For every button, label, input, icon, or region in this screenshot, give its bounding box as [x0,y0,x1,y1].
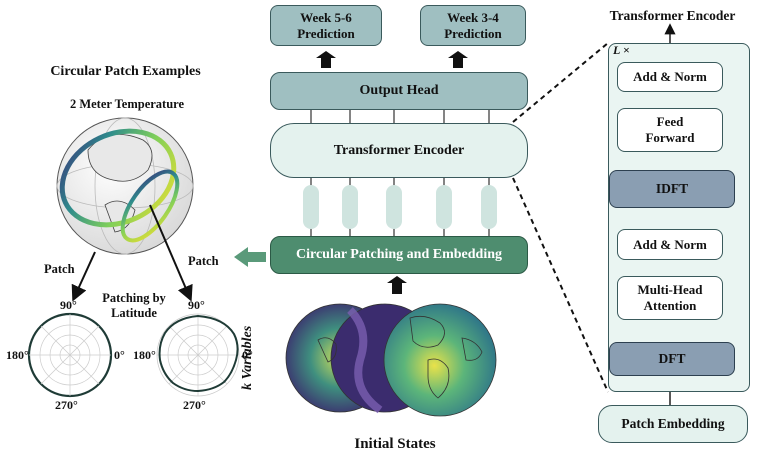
up-arrow-icon-left [316,51,336,68]
l-times-label: L × [613,43,630,57]
left-subtitle: 2 Meter Temperature [69,97,185,111]
encoder-detail-panel [608,43,750,392]
week-3-4-prediction-box: Week 3-4 Prediction [420,5,526,46]
patch-arrow-left [71,251,96,302]
patch-embedding-box: Patch Embedding [598,405,748,443]
polar-left-left: 180° [6,348,29,362]
circular-patching-box: Circular Patching and Embedding [270,236,528,274]
polar-left-bottom: 270° [55,398,78,412]
week-5-6-line1: Week 5-6 [300,9,352,25]
add-norm-bottom-box: Add & Norm [617,229,723,260]
output-head-box: Output Head [270,72,528,110]
mha-line2: Attention [643,298,697,313]
patch-label-right: Patch [188,254,219,268]
encoder-detail-title: Transformer Encoder [609,8,736,23]
patching-by-label: Patching by [102,291,166,305]
initial-states-label: Initial States [354,436,436,452]
up-arrow-icon-right [448,51,468,68]
feed-forward-line1: Feed [656,114,684,129]
globe-icon [56,117,194,255]
idft-box: IDFT [609,170,735,208]
multi-head-attention-box: Multi-Head Attention [617,276,723,320]
polar-right-top: 90° [188,298,205,312]
polar-plot-right [156,313,240,397]
week-3-4-line1: Week 3-4 [447,9,499,25]
patch-arrow-right [149,204,193,302]
dft-box: DFT [609,342,735,376]
feed-forward-line2: Forward [645,130,695,145]
latitude-label: Latitude [111,306,157,320]
k-variables-label: k Variables [240,325,255,390]
polar-right-bottom: 270° [183,398,206,412]
zoom-line-bottom [512,177,609,393]
polar-left-top: 90° [60,298,77,312]
transformer-encoder-box: Transformer Encoder [270,123,528,178]
week-5-6-prediction-box: Week 5-6 Prediction [270,5,382,46]
mha-line1: Multi-Head [637,282,703,297]
left-title: Circular Patch Examples [50,64,201,79]
week-3-4-line2: Prediction [444,25,502,41]
initial-states-globes [285,303,497,417]
up-arrow-icon-input [387,276,407,294]
patch-label-left: Patch [44,262,75,276]
arrow-left-green-icon [234,247,266,267]
feed-forward-box: Feed Forward [617,108,723,152]
zoom-line-top [512,42,609,123]
week-5-6-line2: Prediction [297,25,355,41]
polar-plot-left [27,312,113,398]
add-norm-top-box: Add & Norm [617,62,723,92]
polar-right-right: 0° [242,348,253,362]
polar-left-right: 0° [114,348,125,362]
token-capsules [303,185,497,229]
polar-right-left: 180° [133,348,156,362]
